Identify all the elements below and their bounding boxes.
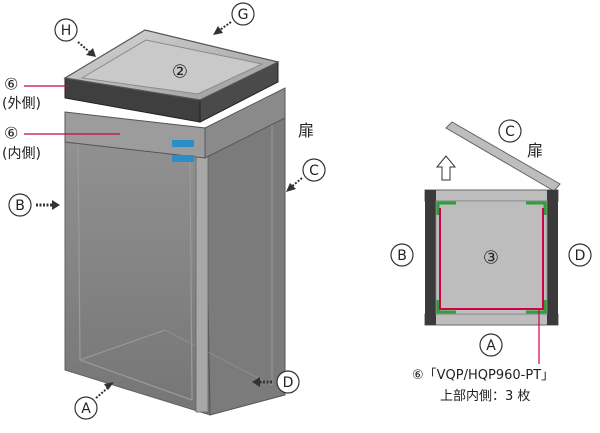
green-corner-tr	[526, 201, 547, 215]
green-corner-tl	[436, 201, 456, 215]
top-panel-label: ②	[172, 62, 188, 83]
svg-text:H: H	[61, 23, 72, 39]
frame-bottom	[424, 313, 559, 326]
svg-text:G: G	[238, 7, 249, 23]
frame-top	[424, 189, 559, 202]
marker-d: D	[252, 370, 300, 394]
svg-text:A: A	[486, 338, 496, 354]
part6-outer-number: ⑥	[4, 75, 18, 94]
frame-right	[547, 190, 558, 325]
door-edge	[195, 149, 209, 413]
note-line-1: ⑥「VQP/HQP960-PT」	[412, 368, 554, 383]
enclosure-front-face	[64, 124, 211, 416]
door-flap	[445, 121, 561, 192]
svg-text:C: C	[309, 163, 319, 179]
enclosure-3d	[63, 29, 286, 416]
top-view	[424, 121, 561, 364]
svg-text:D: D	[283, 375, 294, 391]
svg-text:B: B	[397, 248, 407, 264]
blue-label-2	[172, 155, 194, 162]
bottom-panel-label: ③	[483, 248, 499, 269]
svg-text:C: C	[505, 124, 515, 140]
part6-inner-label: (内側)	[2, 146, 41, 162]
blue-label-1	[172, 140, 194, 147]
part6-outer-label: (外側)	[2, 96, 41, 112]
marker-a: A	[74, 382, 114, 420]
marker-g: G	[213, 2, 255, 35]
frame-left	[425, 190, 436, 325]
marker-c: 扉 C	[286, 121, 326, 192]
marker-b-top: B	[390, 243, 414, 267]
marker-b: B	[8, 193, 60, 217]
upper-band-side	[204, 87, 286, 159]
marker-h: H	[54, 18, 96, 57]
red-inner-outline	[439, 208, 544, 310]
bottom-panel	[435, 200, 548, 315]
top-panel-inner	[80, 39, 264, 95]
part6-inner-number: ⑥	[4, 124, 18, 143]
svg-text:A: A	[81, 401, 91, 417]
door-label-3d: 扉	[298, 121, 314, 140]
green-corner-bl	[436, 300, 456, 314]
svg-text:B: B	[15, 198, 25, 214]
svg-text:D: D	[575, 248, 586, 264]
marker-a-top: A	[479, 333, 503, 357]
up-arrow-icon	[435, 155, 457, 181]
door-label-top: 扉	[527, 141, 543, 160]
green-corner-br	[526, 300, 547, 314]
marker-c-top: C	[498, 119, 522, 143]
note-line-2: 上部内側：3 枚	[440, 388, 530, 404]
marker-d-top: D	[568, 243, 592, 267]
